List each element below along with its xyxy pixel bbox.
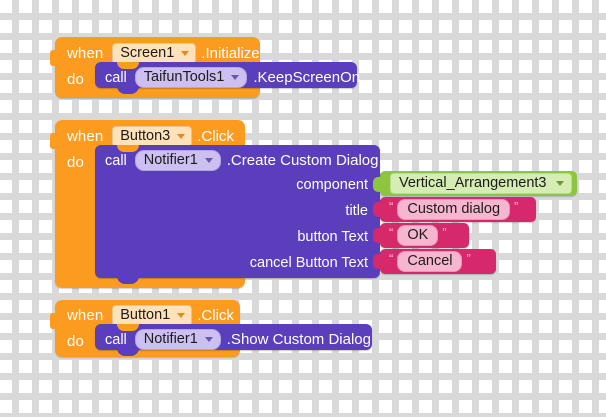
component-dropdown-notifier1[interactable]: Notifier1 — [134, 329, 221, 350]
component-dropdown-vertical-arrangement3[interactable]: Vertical_Arrangement3 — [390, 173, 572, 194]
block-notch — [117, 145, 139, 152]
event-do-row: do — [67, 333, 93, 350]
event-header-row: when Button1 .Click — [67, 305, 234, 326]
text-block-button-text[interactable]: “ OK ” — [373, 223, 469, 248]
call-block-notifier1-show-custom-dialog[interactable]: call Notifier1 .Show Custom Dialog — [95, 324, 372, 356]
chevron-down-icon[interactable] — [555, 180, 564, 186]
component-dropdown-label: Button3 — [120, 128, 171, 144]
keyword-do: do — [67, 333, 84, 350]
block-notch — [117, 62, 139, 69]
text-field-title[interactable]: Custom dialog — [397, 199, 511, 220]
quote-close-icon: ” — [466, 251, 471, 266]
block-plug — [373, 202, 381, 217]
call-header: call Notifier1 .Show Custom Dialog — [105, 329, 371, 350]
component-dropdown-label: Button1 — [120, 307, 171, 323]
block-plug — [373, 254, 381, 269]
component-dropdown-notifier1[interactable]: Notifier1 — [134, 150, 221, 171]
keyword-call: call — [105, 152, 127, 169]
quote-open-icon: “ — [389, 251, 394, 266]
text-block-title[interactable]: “ Custom dialog ” — [373, 197, 536, 222]
event-header-row: when Button3 .Click — [67, 126, 234, 147]
call-header: call TaifunTools1 .KeepScreenOn — [105, 67, 360, 88]
keyword-do: do — [67, 71, 84, 88]
component-dropdown-screen1[interactable]: Screen1 — [112, 43, 197, 64]
component-dropdown-button3[interactable]: Button3 — [112, 126, 193, 147]
component-dropdown-taifuntools1[interactable]: TaifunTools1 — [134, 67, 248, 88]
event-name-initialize: .Initialize — [201, 45, 260, 62]
param-label-component: component — [296, 177, 368, 193]
block-plug — [373, 177, 381, 192]
call-block-taifuntools1-keepscreenon[interactable]: call TaifunTools1 .KeepScreenOn — [95, 62, 360, 94]
text-field-button-text[interactable]: OK — [397, 225, 439, 246]
event-name-click: .Click — [197, 307, 234, 324]
chevron-down-icon[interactable] — [231, 74, 240, 80]
quote-close-icon: ” — [442, 225, 447, 240]
component-dropdown-label: TaifunTools1 — [143, 69, 225, 85]
component-dropdown-button1[interactable]: Button1 — [112, 305, 193, 326]
chevron-down-icon[interactable] — [177, 312, 186, 318]
call-block-notifier1-create-custom-dialog[interactable]: call Notifier1 .Create Custom Dialog com… — [95, 145, 388, 284]
component-dropdown-label: Notifier1 — [143, 331, 198, 347]
quote-open-icon: “ — [389, 199, 394, 214]
quote-open-icon: “ — [389, 225, 394, 240]
method-name-keepscreenon: .KeepScreenOn — [253, 69, 361, 86]
event-do-row: do — [67, 71, 93, 88]
component-getter-vertical-arrangement3[interactable]: Vertical_Arrangement3 — [373, 171, 577, 196]
component-dropdown-label: Vertical_Arrangement3 — [399, 175, 547, 191]
chevron-down-icon[interactable] — [204, 157, 213, 163]
component-dropdown-label: Notifier1 — [143, 152, 198, 168]
method-name-show-custom-dialog: .Show Custom Dialog — [226, 331, 371, 348]
component-dropdown-label: Screen1 — [120, 45, 175, 61]
event-header-row: when Screen1 .Initialize — [67, 43, 260, 64]
keyword-do: do — [67, 154, 84, 171]
method-name-create-custom-dialog: .Create Custom Dialog — [226, 152, 379, 169]
keyword-when: when — [67, 128, 104, 145]
event-do-row: do — [67, 154, 93, 171]
param-label-title: title — [345, 203, 368, 219]
chevron-down-icon[interactable] — [204, 336, 213, 342]
keyword-when: when — [67, 45, 104, 62]
call-header: call Notifier1 .Create Custom Dialog — [105, 150, 379, 171]
block-notch — [117, 324, 139, 331]
param-label-button-text: button Text — [297, 229, 368, 245]
chevron-down-icon[interactable] — [177, 133, 186, 139]
keyword-call: call — [105, 69, 127, 86]
text-field-cancel-button-text[interactable]: Cancel — [397, 251, 463, 272]
param-label-cancel-button-text: cancel Button Text — [249, 255, 368, 271]
quote-close-icon: ” — [514, 199, 519, 214]
keyword-call: call — [105, 331, 127, 348]
text-block-cancel-button-text[interactable]: “ Cancel ” — [373, 249, 496, 274]
event-name-click: .Click — [197, 128, 234, 145]
chevron-down-icon[interactable] — [181, 50, 190, 56]
block-plug — [373, 228, 381, 243]
keyword-when: when — [67, 307, 104, 324]
